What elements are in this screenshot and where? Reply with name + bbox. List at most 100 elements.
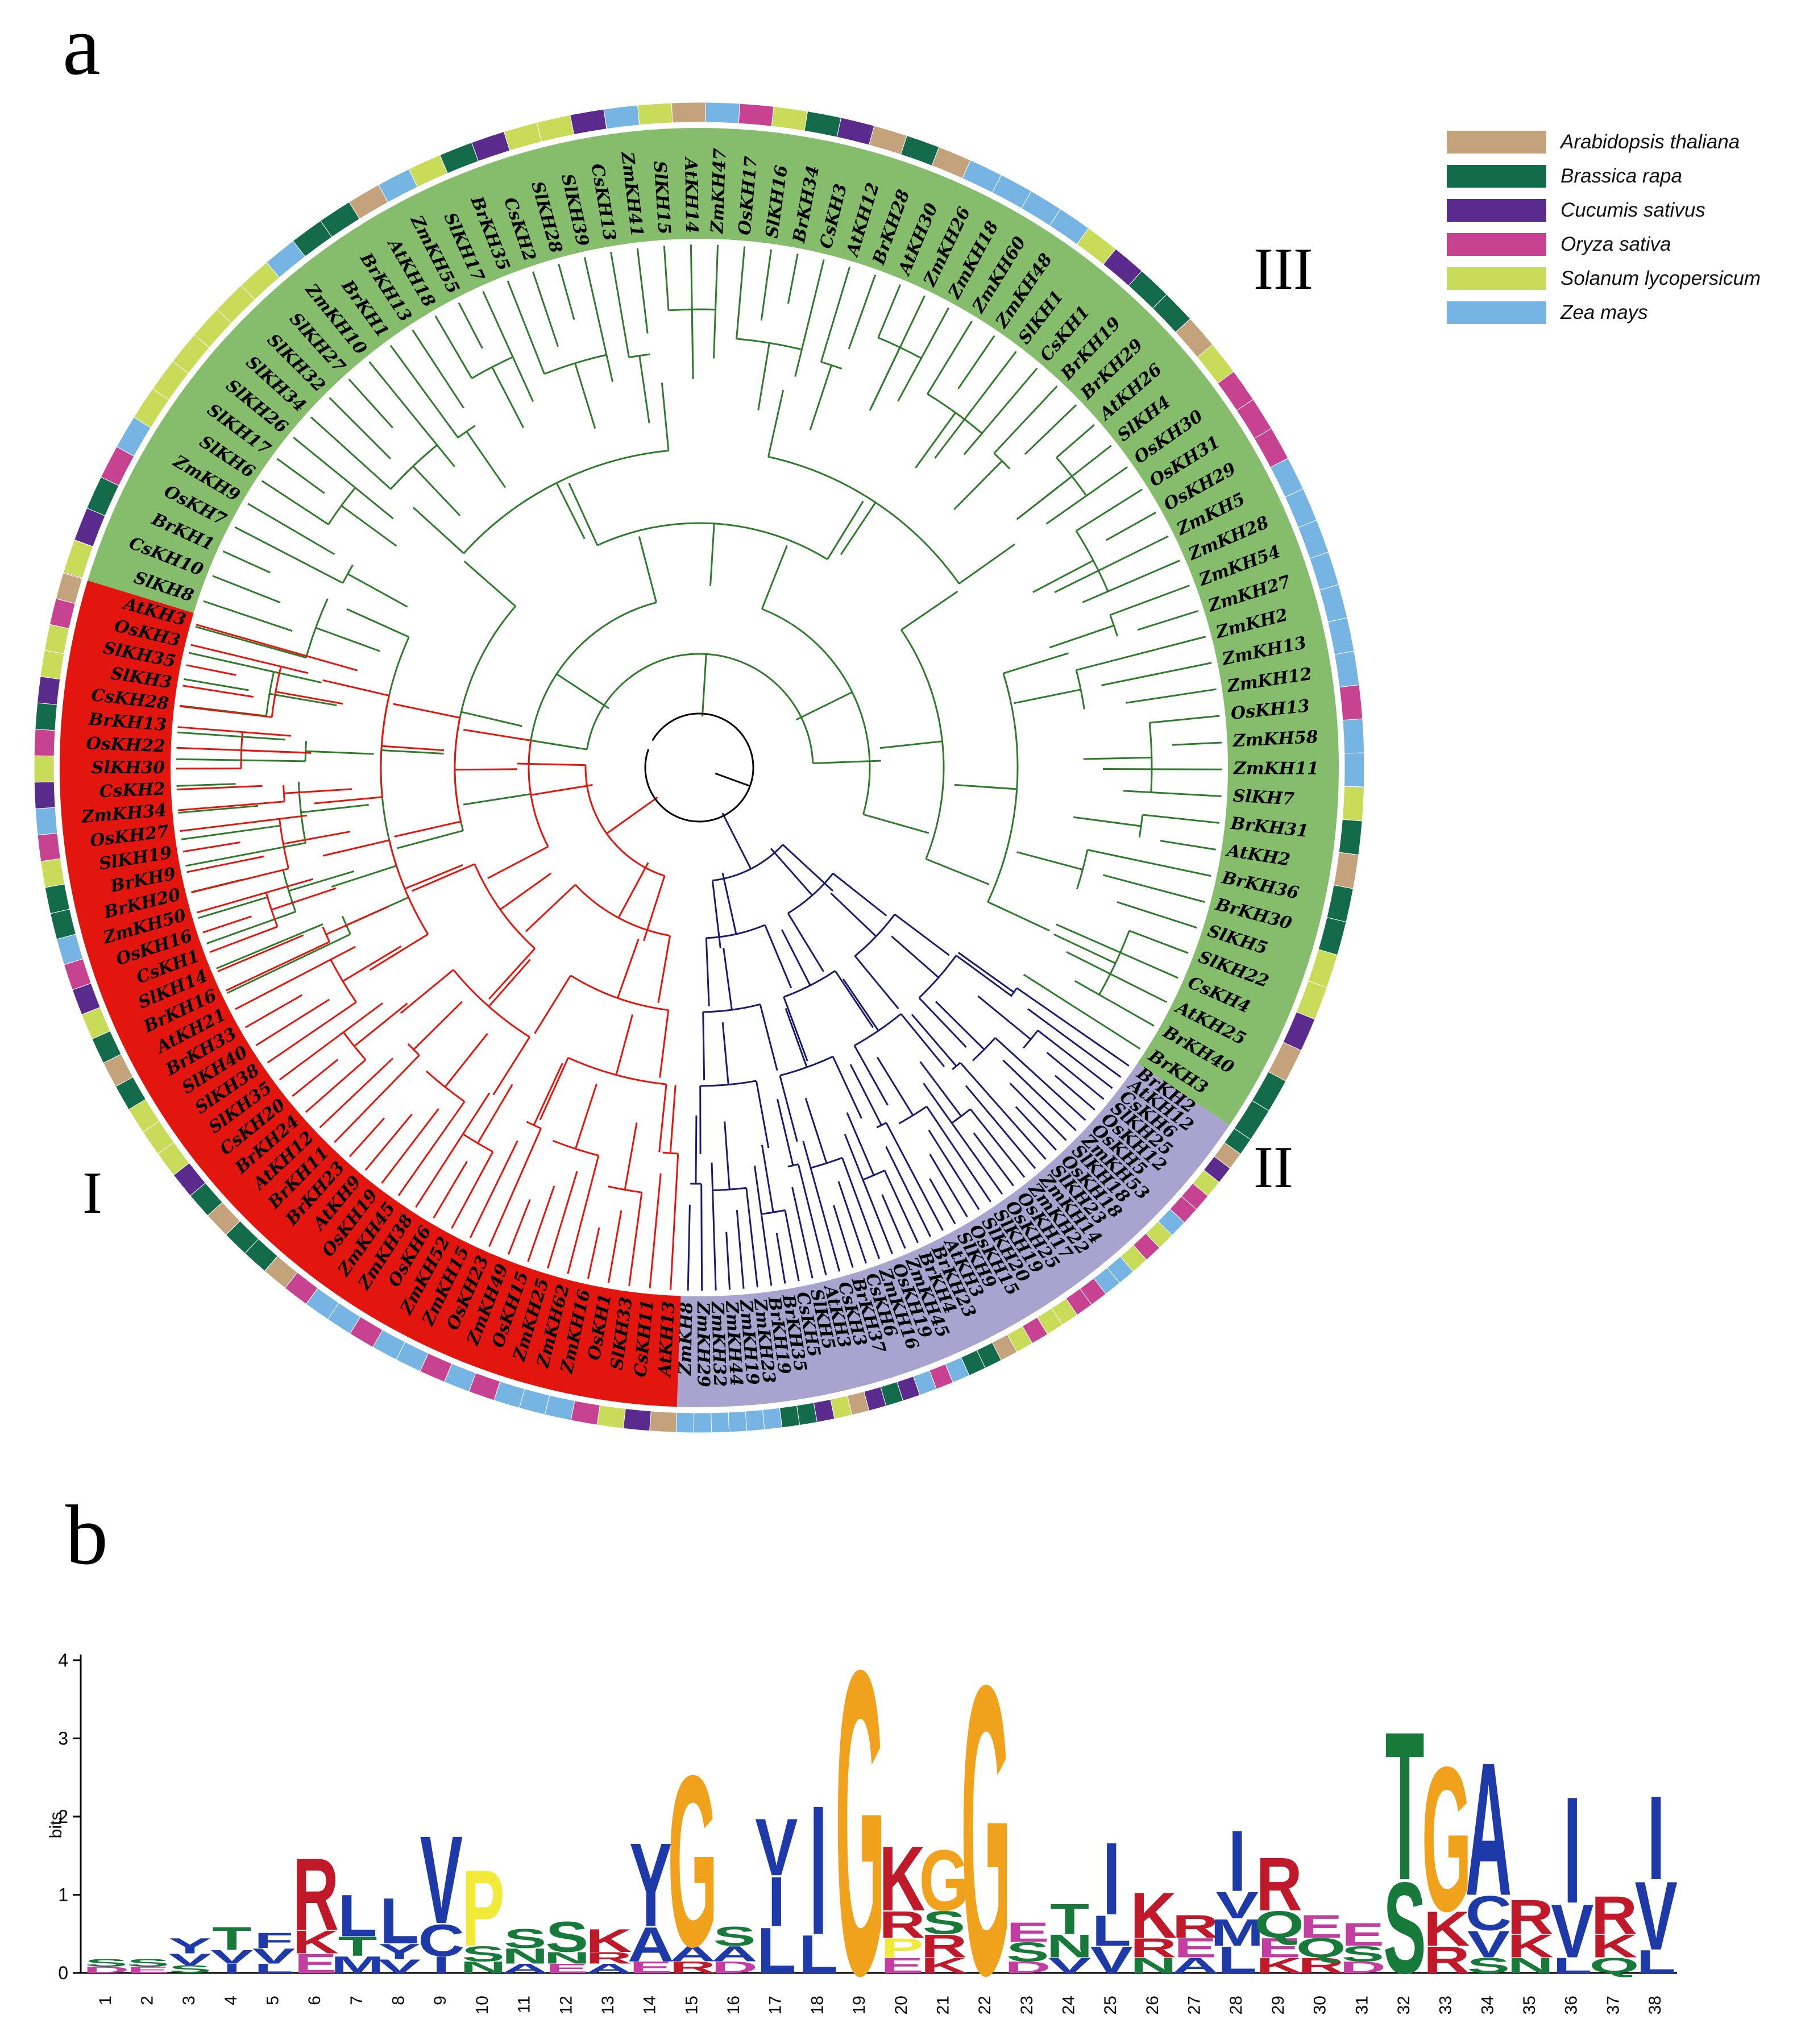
logo-letter-glyph: P [881,1933,923,1963]
tree-branch [176,785,263,791]
tree-branch [649,1173,662,1289]
logo-letter-glyph: I [1103,1822,1120,1937]
tree-branch [322,926,330,943]
logo-letter: E [881,1954,923,1978]
tree-leaf-label: ZmKH11 [1233,758,1319,779]
tree-branch [348,378,393,429]
tree-branch [304,741,308,761]
tree-branch [507,280,545,375]
logo-x-tick-label: 11 [515,1996,534,2013]
legend-label: Zea mays [1561,301,1648,324]
tree-branch [283,785,285,802]
logo-y-axis-label: bits [47,1812,65,1839]
logo-x-tick-label: 29 [1269,1996,1288,2014]
tree-branch [261,480,329,525]
tree-branch [1149,715,1220,724]
tree-branch [723,947,733,1010]
tree-branch [555,482,586,540]
species-ring-cell [35,702,57,731]
tree-branch [547,1171,578,1268]
logo-x-tick-label: 22 [976,1996,994,2014]
logo-letter: A [711,1942,758,1966]
species-ring-cell [622,1408,651,1432]
tree-branch [574,884,670,937]
species-ring-cell [796,1402,817,1426]
logo-letter-glyph: G [668,1724,718,1997]
tree-branch [1016,987,1130,1067]
logo-letter-glyph: E [1300,1908,1342,1945]
tree-branch [415,1092,491,1208]
logo-letter-glyph: S [1342,1942,1384,1966]
logo-letter: R [1298,1954,1344,1978]
species-ring-cell [570,109,607,135]
tree-branch [1066,951,1167,1004]
tree-branch [198,896,269,919]
tree-branch [794,259,825,377]
logo-letter-glyph: K [1591,1928,1638,1964]
tree-branch [657,935,671,1004]
tree-branch [883,1170,919,1243]
logo-x-tick-label: 35 [1520,1996,1539,2014]
logo-letter-glyph: S [169,1963,211,1975]
tree-branch [881,1194,906,1249]
logo-letter-glyph: A [628,1917,674,1972]
tree-branch [1037,1030,1113,1089]
tree-branch [1101,662,1212,686]
tree-branch [1046,1052,1105,1100]
tree-branch [460,711,522,727]
logo-letter-glyph: E [881,1954,923,1978]
tree-branch [203,600,293,632]
logo-letter: N [502,1944,549,1968]
tree-branch [661,383,670,451]
logo-letter: K [879,1827,926,1930]
species-ring-cell [637,102,673,126]
tree-branch [926,1106,991,1203]
logo-letter-glyph: K [586,1922,632,1959]
logo-x-tick-label: 32 [1395,1996,1413,2014]
logo-x-tick-label: 34 [1478,1996,1497,2014]
tree-branch [451,1151,494,1229]
tree-branch [977,995,1032,1040]
species-ring-cell [570,1400,600,1425]
logo-letter-glyph: Y [378,1939,421,1964]
logo-letter: T [1385,1688,1425,1924]
logo-letter-glyph: A [1172,1954,1219,1978]
tree-branch [711,1162,717,1291]
tree-branch [1018,475,1073,519]
species-ring-cell [49,598,76,629]
tree-branch [463,728,532,741]
logo-letter: S [713,1921,756,1951]
species-ring-cell [1339,684,1363,721]
tree-branch [705,938,710,1006]
tree-branch [388,840,429,935]
logo-letter: K [1591,1928,1638,1964]
logo-letter-glyph: T [338,1931,377,1962]
tree-branch [334,1054,420,1143]
tree-branch [527,1185,555,1262]
logo-letter: C [1466,1886,1512,1941]
logo-letter-glyph: N [1047,1928,1093,1964]
tree-branch [918,997,967,1048]
tree-branch [567,1155,600,1274]
logo-letter-glyph: V [420,1811,463,1950]
tree-branch [206,911,296,944]
tree-branch [433,1160,468,1219]
tree-root [715,772,750,787]
logo-letter-glyph: A [586,1961,632,1976]
tree-branch [314,796,383,805]
panel-a-label: a [63,0,101,93]
tree-branch [911,1014,957,1067]
logo-letter: A [670,1942,716,1966]
logo-letter-glyph: Q [1296,1933,1346,1963]
tree-branch [787,913,824,972]
logo-letter: S [1006,1937,1049,1967]
logo-letter-glyph: G [919,1832,969,1929]
logo-letter-glyph: R [586,1949,632,1967]
tree-branch [539,1057,569,1121]
tree-branch [956,955,1012,997]
tree-branch [781,929,811,986]
tree-branch [177,726,292,737]
logo-letter-glyph: N [1130,1954,1177,1978]
tree-branch [583,257,614,383]
logo-letter-glyph: N [544,1949,591,1967]
